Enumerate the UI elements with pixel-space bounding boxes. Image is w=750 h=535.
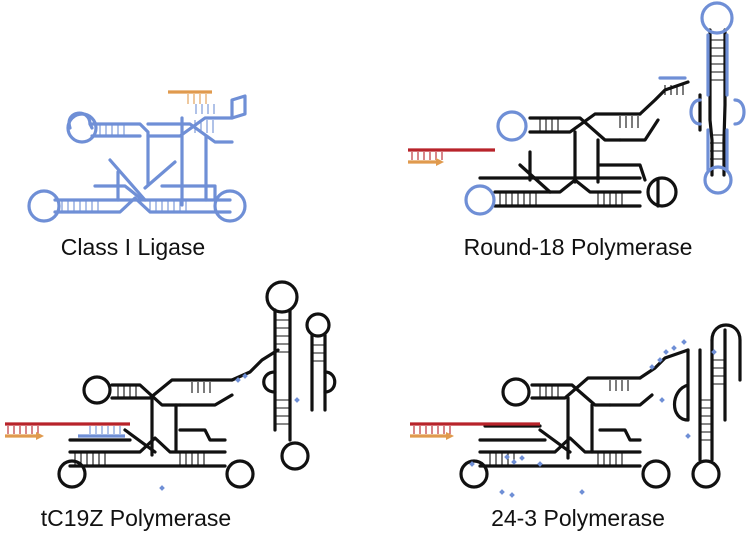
caption-round-18-polymerase: Round-18 Polymerase: [464, 234, 693, 260]
panel-class-i-ligase: Class I Ligase: [27, 90, 247, 260]
tc19z-primer-arrowhead: [36, 432, 44, 440]
p243-backbone: [478, 328, 727, 468]
p243-loop-left-top: [501, 377, 531, 407]
ligase-backbone: [53, 94, 247, 214]
p243-mutation-markers: [469, 339, 717, 498]
caption-24-3-polymerase: 24-3 Polymerase: [491, 505, 665, 531]
p243-base-pairs: [489, 359, 724, 465]
r18-hairpin-bottom-loop: [703, 165, 733, 195]
caption-class-i-ligase: Class I Ligase: [61, 234, 205, 260]
p243-loop-left-bottom: [459, 459, 489, 489]
r18-primer-arrowhead: [436, 158, 444, 166]
loop-right-bottom: [213, 189, 247, 223]
round18-blue-segments: [658, 33, 746, 172]
caption-tc19z-polymerase: tC19Z Polymerase: [41, 505, 231, 531]
tc19z-loop-right-bottom: [225, 459, 255, 489]
p243-loop-right-bottom: [641, 459, 671, 489]
p243-hairpin-bottom-loop: [691, 459, 721, 489]
tc19z-side-loops: [262, 370, 337, 394]
tc19z-hairpin2-top-loop: [305, 312, 331, 338]
round18-backbone: [478, 28, 727, 208]
tc19z-hairpin1-top-loop: [265, 280, 299, 314]
p243-primer-arrowhead: [446, 432, 454, 440]
loop-left-top: [66, 112, 98, 144]
tc19z-loop-left-top: [82, 375, 112, 405]
r18-hairpin-top-loop: [700, 1, 734, 35]
panel-24-3-polymerase: 24-3 Polymerase: [410, 323, 742, 531]
r18-loop-left-bottom: [464, 184, 496, 216]
ligase-base-pairs: [61, 104, 215, 211]
tc19z-mutation-markers: [159, 373, 300, 491]
panel-round-18-polymerase: Round-18 Polymerase: [408, 1, 746, 260]
tc19z-hairpin1-bottom-loop: [280, 441, 310, 471]
tc19z-backbone: [68, 308, 327, 468]
r18-loop-left-top: [496, 110, 528, 142]
r18-loop-right-bottom: [646, 176, 678, 208]
p243-hairpin-arch: [710, 323, 742, 382]
loop-left-bottom: [27, 189, 61, 223]
tc19z-base-pairs: [74, 319, 324, 465]
tc19z-loop-left-bottom: [57, 459, 87, 489]
panel-tc19z-polymerase: tC19Z Polymerase: [5, 280, 337, 531]
round18-base-pairs: [499, 39, 724, 205]
